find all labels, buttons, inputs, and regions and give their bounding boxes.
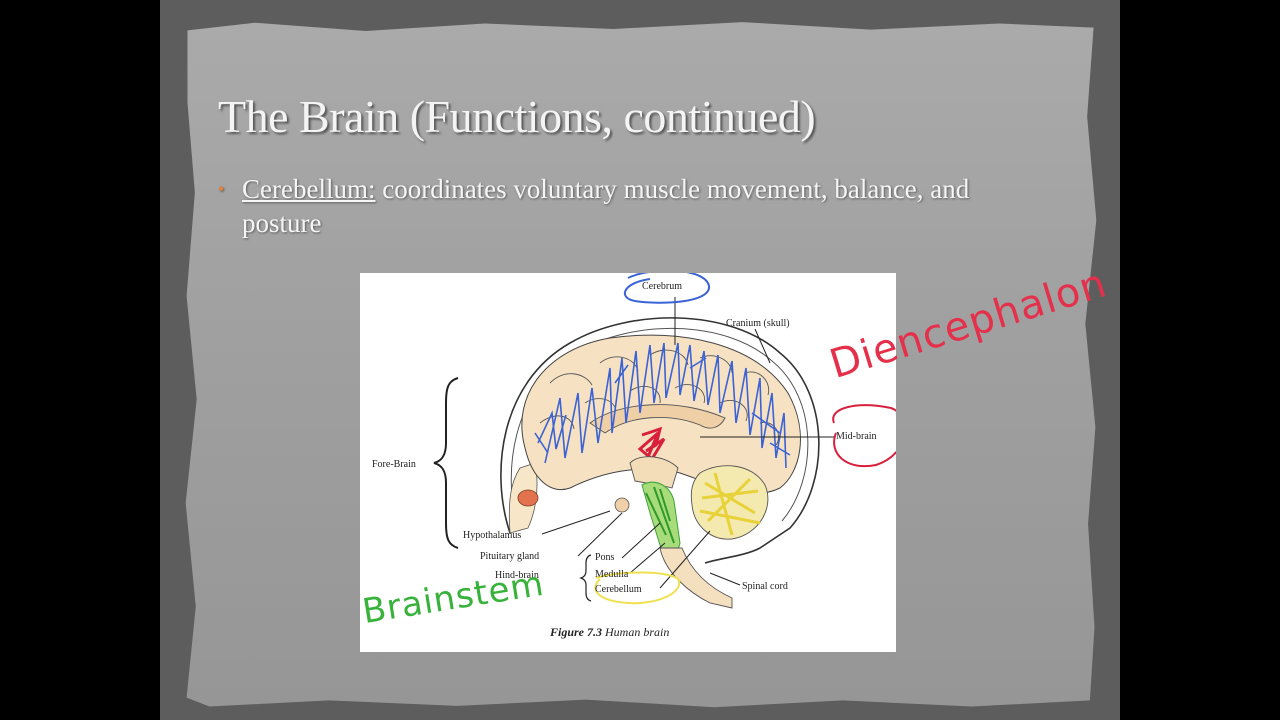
label-hind-brain: Hind-brain <box>495 570 539 581</box>
skull-outline <box>500 317 820 564</box>
figure-number: Figure 7.3 <box>550 625 603 639</box>
label-medulla: Medulla <box>595 569 629 580</box>
bullet-marker: • <box>218 179 225 199</box>
bullet-term: Cerebellum: <box>242 174 376 204</box>
figure-caption: Figure 7.3 Human brain <box>550 625 669 640</box>
brain-diagram <box>433 273 896 609</box>
cerebellum-circle <box>594 571 681 605</box>
leader-lines <box>541 297 835 589</box>
mid-brain-circle <box>832 404 896 468</box>
slide-title: The Brain (Functions, continued) <box>218 91 816 142</box>
label-cranium: Cranium (skull) <box>726 318 790 329</box>
label-pituitary-gland: Pituitary gland <box>480 551 540 562</box>
label-mid-brain: Mid-brain <box>836 431 877 442</box>
midbrain <box>629 456 679 489</box>
figure-title: Human brain <box>605 625 670 639</box>
cerebrum-highlight <box>534 342 791 469</box>
bullet-description: coordinates voluntary muscle movement, b… <box>242 174 970 238</box>
label-cerebrum: Cerebrum <box>642 281 682 292</box>
label-cerebellum: Cerebellum <box>595 584 642 595</box>
label-spinal-cord: Spinal cord <box>742 581 788 592</box>
label-hypothalamus: Hypothalamus <box>463 530 522 541</box>
diencephalon-highlight <box>637 426 666 462</box>
brain-figure: Cerebrum Cranium (skull) Mid-brain Fore-… <box>360 273 896 652</box>
skull-inner <box>510 327 809 529</box>
nasal-cavity <box>517 489 539 507</box>
bullet-text: Cerebellum: coordinates voluntary muscle… <box>242 172 1032 240</box>
fore-brain-brace <box>433 377 459 549</box>
label-pons: Pons <box>595 552 615 563</box>
label-fore-brain: Fore-Brain <box>372 459 416 470</box>
spinal-cord <box>659 547 733 609</box>
cerebellum-highlight <box>699 472 761 536</box>
cerebrum-circle <box>623 273 710 304</box>
hind-brain-brace <box>579 554 592 602</box>
pituitary-gland <box>614 497 630 513</box>
